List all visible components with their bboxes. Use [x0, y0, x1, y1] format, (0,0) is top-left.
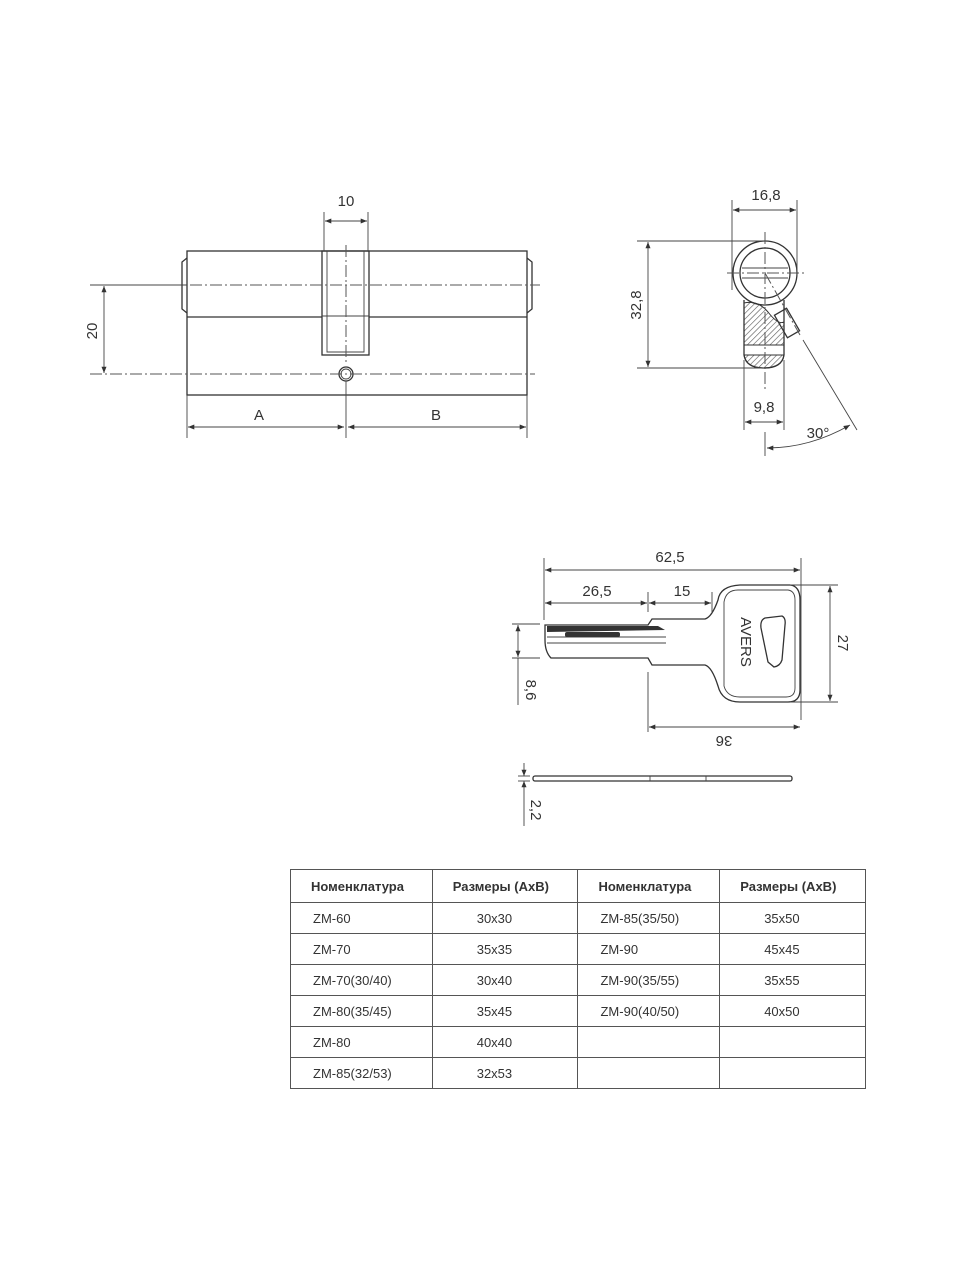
header-size: Размеры (AxB) — [719, 869, 866, 903]
cell: 30x40 — [431, 964, 579, 996]
cell: ZM-90 — [577, 933, 721, 965]
cell: 35x55 — [719, 964, 866, 996]
dim-angle: 30° — [807, 425, 830, 442]
dim-neck-length: 15 — [674, 583, 691, 600]
dim-key-length: 62,5 — [655, 549, 684, 566]
cell — [719, 1026, 866, 1058]
cell: 35x50 — [719, 902, 866, 934]
cell: 32x53 — [431, 1057, 579, 1089]
size-table: Номенклатура Размеры (AxB) Номенклатура … — [290, 869, 866, 1089]
header-nomenclature: Номенклатура — [577, 869, 721, 903]
key-logo: AVERS — [737, 617, 754, 667]
table-row: ZM-85(32/53)32x53 — [290, 1057, 866, 1089]
dim-cam-width: 10 — [338, 193, 355, 210]
cell: ZM-70(30/40) — [290, 964, 433, 996]
cell: ZM-80(35/45) — [290, 995, 433, 1027]
cell: ZM-85(35/50) — [577, 902, 721, 934]
cell: 30x30 — [431, 902, 579, 934]
dim-centers: 20 — [84, 323, 101, 340]
cell: 35x35 — [431, 933, 579, 965]
table-header-row: Номенклатура Размеры (AxB) Номенклатура … — [290, 869, 866, 903]
cell: ZM-80 — [290, 1026, 433, 1058]
dim-thickness: 2,2 — [527, 800, 544, 821]
dim-head-length: 36 — [716, 732, 733, 749]
dim-blade-length: 26,5 — [582, 583, 611, 600]
cylinder-front-view: 10 20 A B — [84, 193, 540, 438]
cell — [577, 1026, 721, 1058]
cell: ZM-85(32/53) — [290, 1057, 433, 1089]
dim-blade-height: 8,6 — [522, 680, 539, 701]
key-drawing: AVERS 62,5 26,5 15 27 8,6 36 — [512, 549, 851, 826]
cell: ZM-60 — [290, 902, 433, 934]
dim-body-width: 9,8 — [754, 399, 775, 416]
cell: 35x45 — [431, 995, 579, 1027]
cylinder-side-view: 16,8 32,8 9,8 30° — [628, 187, 858, 456]
cylinder-body — [186, 250, 528, 396]
cell: 40x50 — [719, 995, 866, 1027]
key-outline — [544, 584, 801, 703]
key-profile — [532, 775, 793, 782]
cell: 40x40 — [431, 1026, 579, 1058]
cell: ZM-70 — [290, 933, 433, 965]
dim-side-height: 32,8 — [628, 290, 645, 319]
cam-latch — [773, 307, 801, 339]
header-nomenclature: Номенклатура — [290, 869, 433, 903]
dim-side-width: 16,8 — [751, 187, 780, 204]
cell — [719, 1057, 866, 1089]
cell — [577, 1057, 721, 1089]
cell: ZM-90(35/55) — [577, 964, 721, 996]
cell: ZM-90(40/50) — [577, 995, 721, 1027]
key-grip-window — [760, 615, 786, 668]
header-size: Размеры (AxB) — [431, 869, 579, 903]
dim-head-height: 27 — [834, 635, 851, 652]
dim-a: A — [254, 407, 264, 424]
dim-b: B — [431, 407, 441, 424]
cell: 45x45 — [719, 933, 866, 965]
